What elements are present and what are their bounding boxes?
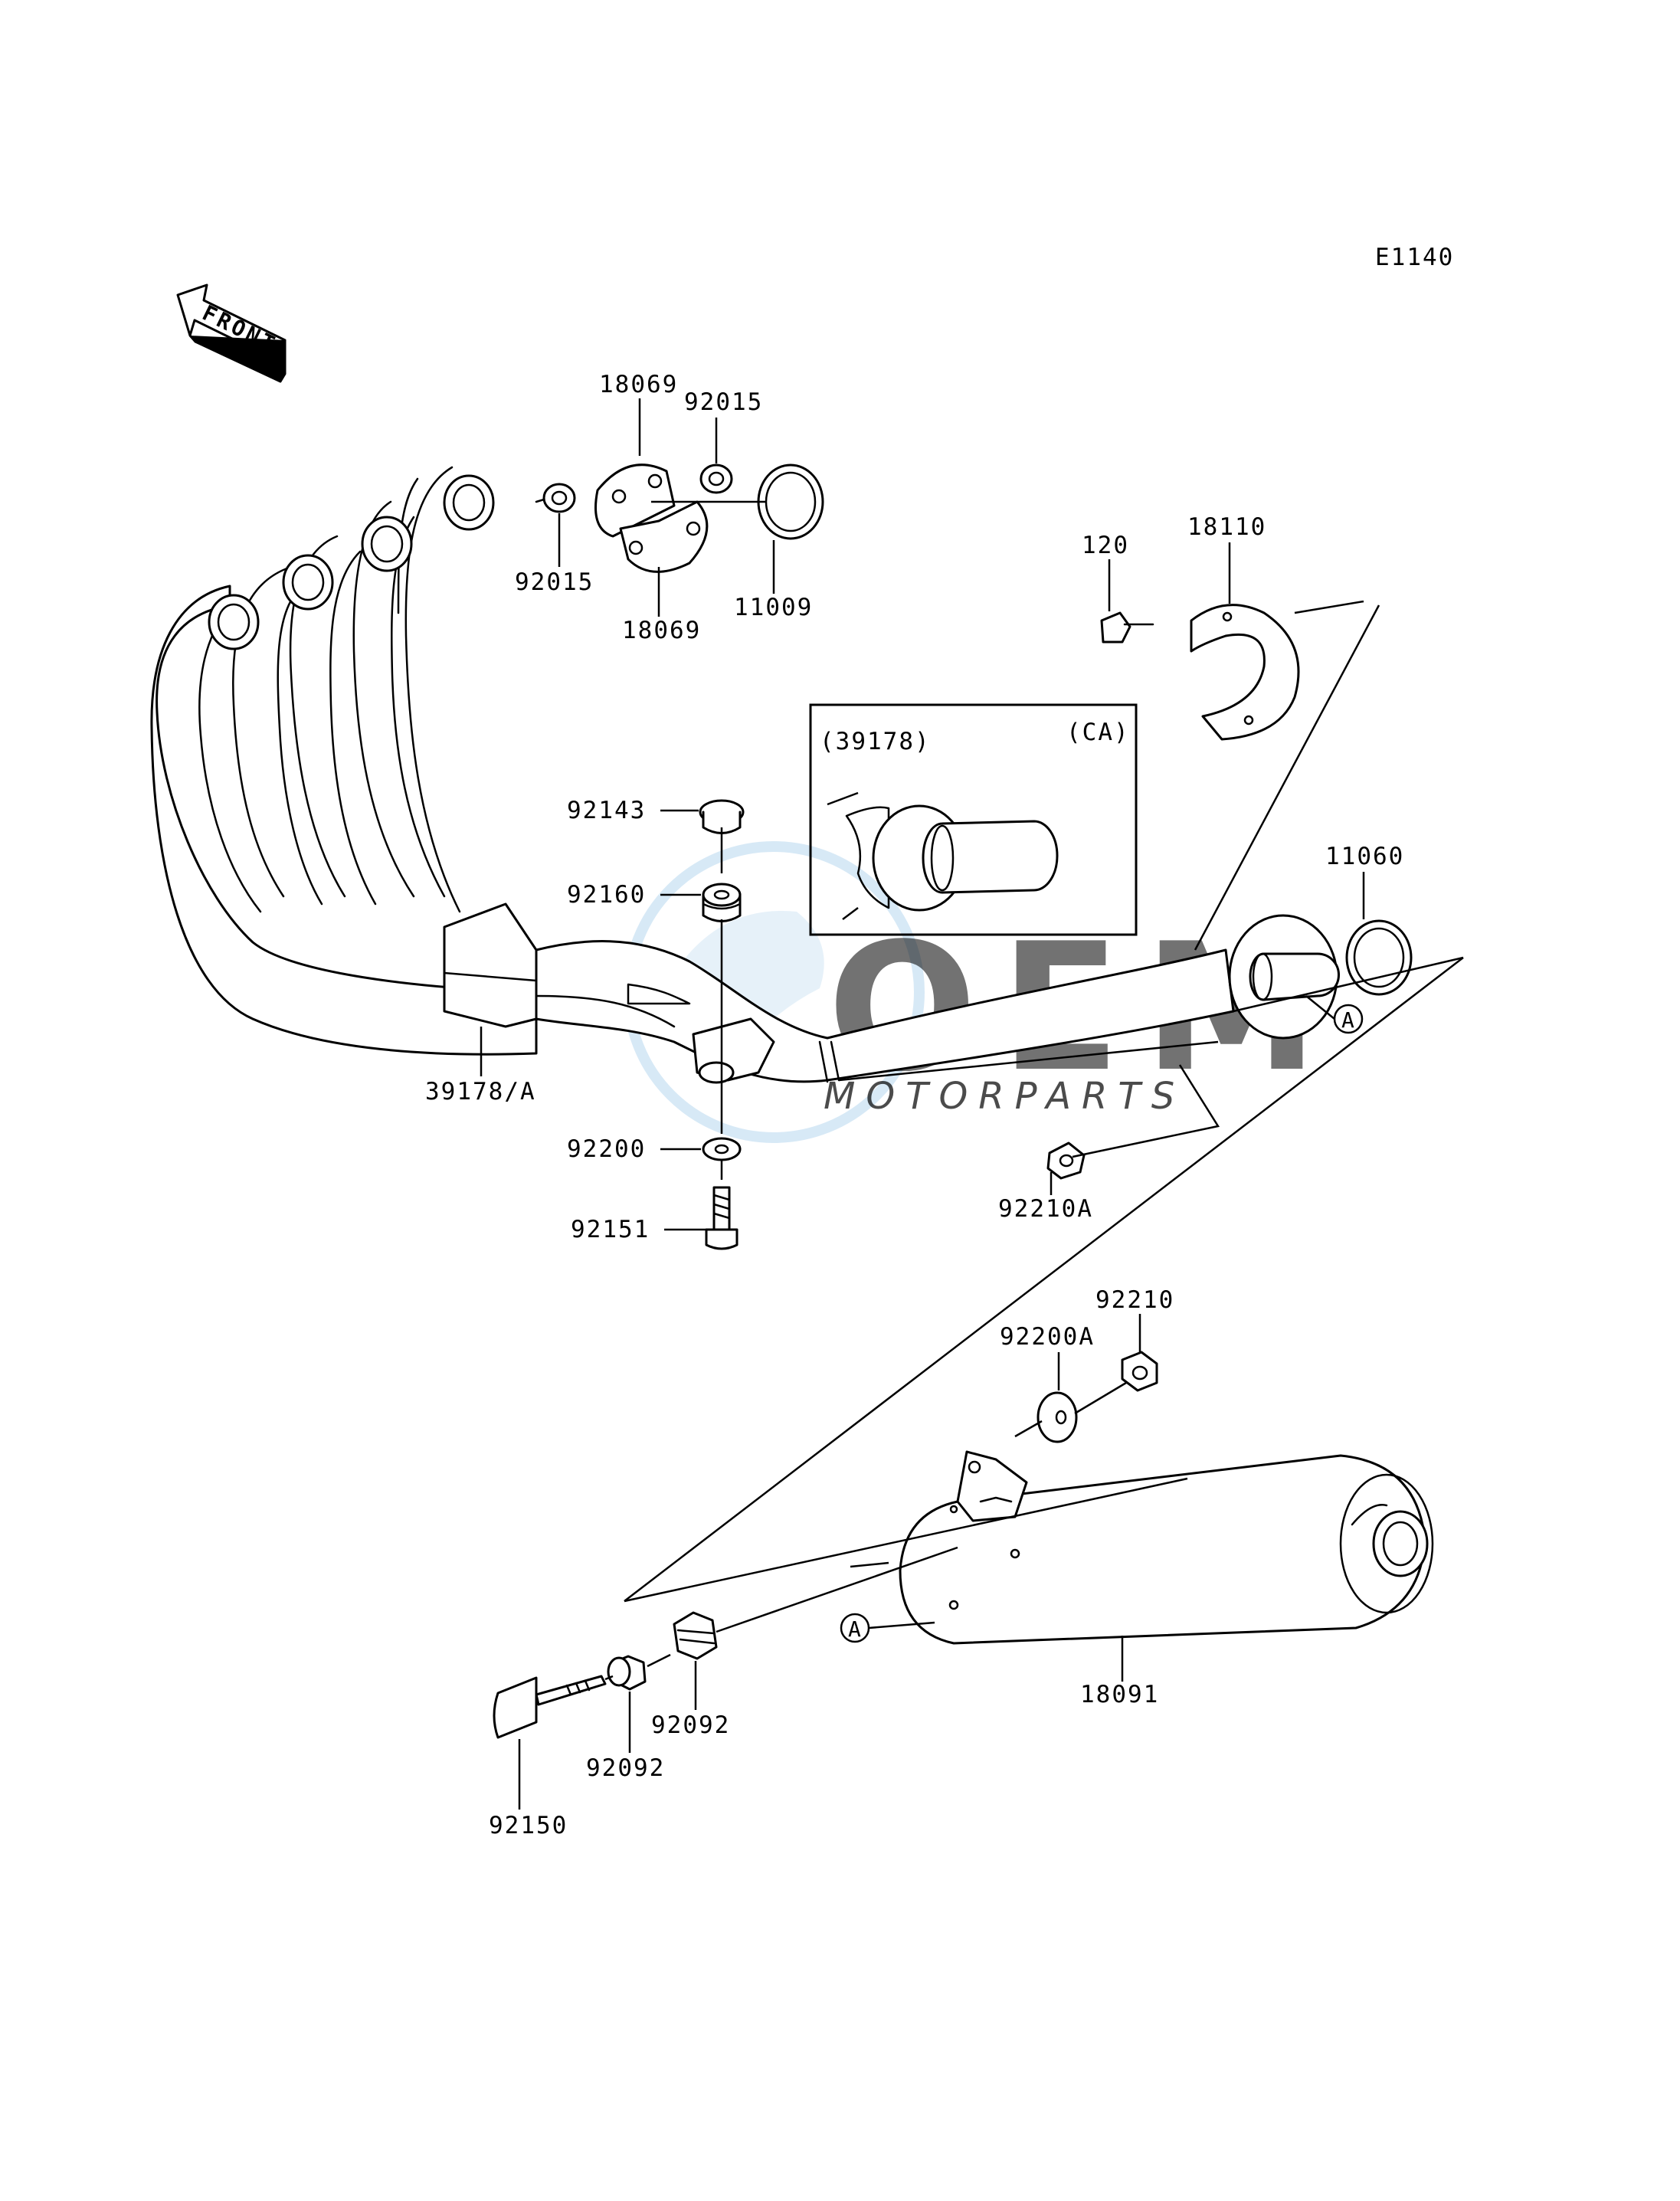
label-39178A: 39178/A: [425, 1078, 536, 1105]
callout-a-lower: A: [840, 1613, 935, 1643]
label-11009: 11009: [734, 594, 813, 621]
label-120: 120: [1082, 532, 1129, 559]
label-18069-top: 18069: [599, 371, 678, 398]
exhaust-header-assembly: [150, 466, 1340, 1084]
watermark-sub: MOTORPARTS: [824, 1075, 1185, 1118]
front-arrow-icon: FRONT: [176, 283, 287, 383]
label-92015-top: 92015: [684, 388, 763, 416]
bolt-92151: [705, 1186, 738, 1250]
label-92143: 92143: [567, 797, 646, 824]
inset-ca: (39178) (CA): [809, 703, 1138, 936]
label-92151: 92151: [571, 1216, 650, 1243]
label-92092-right: 92092: [651, 1711, 730, 1739]
label-92015-left: 92015: [515, 568, 594, 596]
grommet-92092-right: [673, 1611, 718, 1660]
callout-a-upper: A: [1305, 995, 1364, 1034]
part-labels: 18069 92015 92015 18069 11009 120 18110 …: [425, 371, 1404, 1839]
gasket-11009: [757, 463, 824, 540]
nut-92210A: [1046, 1141, 1086, 1180]
label-92092-left: 92092: [586, 1754, 665, 1782]
label-92160: 92160: [567, 881, 646, 909]
callout-a-lower-text: A: [848, 1616, 861, 1642]
label-92210: 92210: [1095, 1286, 1174, 1314]
label-18110: 18110: [1187, 513, 1266, 541]
callout-a-upper-text: A: [1341, 1007, 1354, 1033]
clamp-18069-lower: [619, 500, 709, 573]
label-18091: 18091: [1080, 1681, 1159, 1708]
label-92150: 92150: [489, 1812, 568, 1839]
bolt-92150: [493, 1675, 607, 1739]
nut-92015-left: [535, 483, 576, 513]
clamp-18069-upper: [594, 463, 676, 538]
bolt-120: [1100, 611, 1154, 644]
label-92200: 92200: [567, 1135, 646, 1163]
label-92210A: 92210A: [998, 1195, 1093, 1223]
inset-region: (CA): [1066, 719, 1130, 746]
damper-92160: [702, 883, 742, 922]
washer-92200A: [1036, 1391, 1078, 1443]
collar-92143: [699, 799, 745, 834]
label-92200A: 92200A: [1000, 1323, 1095, 1351]
grommet-92092-left: [607, 1655, 647, 1691]
gasket-11060: [1345, 919, 1413, 996]
muffler-18091: [899, 1450, 1434, 1645]
diagram-code: E1140: [1375, 244, 1454, 271]
washer-92200: [702, 1137, 742, 1161]
nut-92210: [1121, 1351, 1158, 1392]
heat-shield-18110: [1190, 604, 1300, 741]
nut-92015-right: [699, 463, 733, 494]
inset-part-ref: (39178): [820, 728, 931, 755]
label-11060: 11060: [1325, 843, 1404, 870]
label-18069-bottom: 18069: [622, 617, 701, 644]
